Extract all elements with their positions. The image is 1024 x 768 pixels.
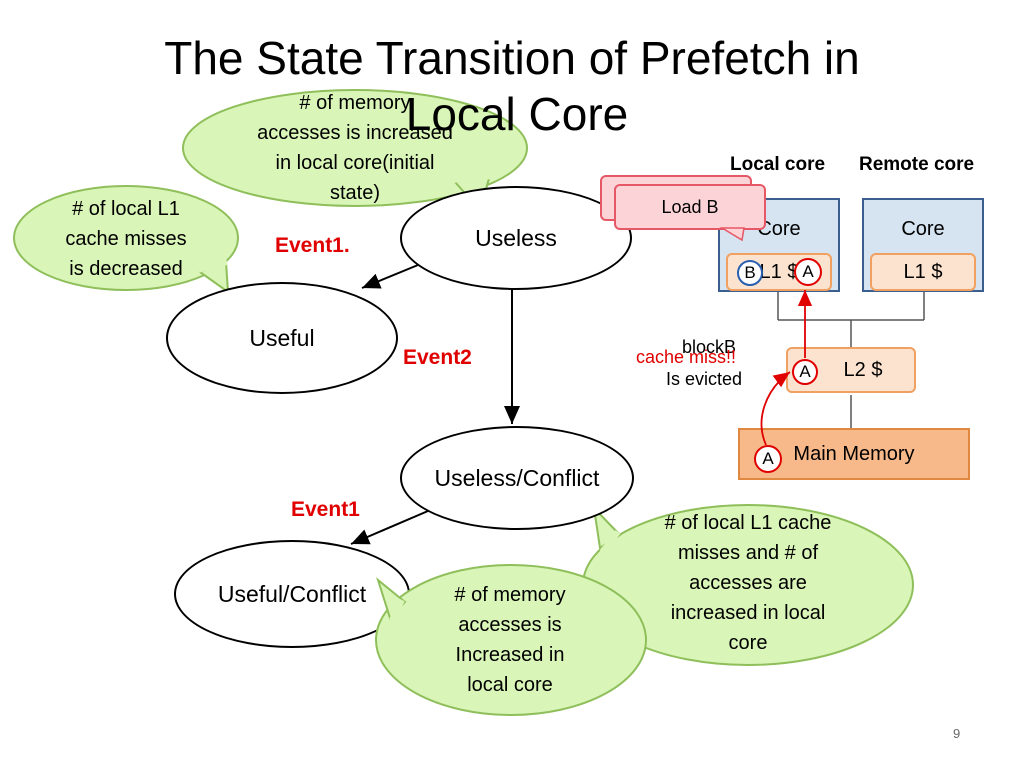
remote-l1-cache: L1 $ — [870, 253, 976, 291]
callout-mem-increased-line: Increased in — [455, 644, 565, 666]
callout-mem-increased-line: local core — [467, 674, 553, 696]
callout-l1-decreased: # of local L1 cache misses is decreased — [40, 192, 212, 286]
arrow-conflict-to-useful-conflict — [350, 510, 429, 545]
local-core-label: Local core — [730, 154, 826, 175]
callout-l1-increased-line: increased in local — [670, 601, 826, 624]
callout-l1-decreased-line: cache misses — [65, 228, 187, 250]
callout-mem-increased-line: # of memory — [454, 584, 566, 606]
event1-label-bottom: Event1 — [291, 498, 360, 521]
block-evicted-line-1: blockB — [682, 337, 737, 357]
callout-mem-initial-line: state) — [329, 182, 381, 204]
state-useful-conflict: Useful/Conflict — [174, 540, 410, 648]
l2-label: L2 $ — [843, 358, 883, 381]
block-a-in-l2: A — [792, 359, 818, 385]
callout-mem-increased-line: accesses is — [458, 614, 562, 636]
callout-mem-initial-line: accesses is increased — [257, 122, 453, 144]
callout-l1-increased-line: misses and # of — [677, 541, 819, 564]
main-memory-label: Main Memory — [793, 442, 915, 465]
block-b-in-l1: B — [737, 260, 763, 286]
event1-label-top: Event1. — [275, 234, 350, 257]
load-b-box: Load B — [614, 184, 766, 230]
remote-core-box-label: Core — [901, 218, 945, 240]
page-number: 9 — [953, 726, 961, 741]
callout-l1-increased-line: accesses are — [689, 571, 807, 594]
callout-l1-increased-line: # of local L1 cache — [664, 511, 832, 534]
block-a-in-memory: A — [754, 445, 782, 473]
block-a-in-l1: A — [794, 258, 822, 286]
event2-label: Event2 — [403, 346, 472, 369]
local-core-box-label: Core — [757, 218, 801, 240]
l2-cache: L2 $ — [786, 347, 916, 393]
slide-title: The State Transition of Prefetch in Loca… — [0, 30, 1024, 142]
load-b-label: Load B — [661, 196, 719, 217]
state-useless: Useless — [400, 186, 632, 290]
title-line-1: The State Transition of Prefetch in — [164, 32, 860, 84]
state-useless-conflict: Useless/Conflict — [400, 426, 634, 530]
callout-mem-initial: # of memory accesses is increased in loc… — [230, 88, 480, 208]
cache-connector-lines — [777, 292, 925, 430]
remote-core-label: Remote core — [859, 154, 975, 175]
cache-miss-label: cache miss!! — [636, 347, 737, 367]
callout-l1-increased-line: core — [728, 631, 768, 654]
state-useful: Useful — [166, 282, 398, 394]
block-evicted-line-2: Is evicted — [666, 369, 743, 389]
callout-l1-decreased-bubble — [13, 185, 239, 295]
callout-l1-decreased-line: # of local L1 — [72, 198, 180, 220]
callout-l1-increased: # of local L1 cache misses and # of acce… — [618, 505, 878, 660]
arrow-useless-to-useful — [361, 264, 419, 289]
callout-mem-initial-line: # of memory — [299, 92, 411, 114]
local-l1-label: L1 $ — [759, 260, 799, 283]
remote-l1-label: L1 $ — [903, 260, 943, 283]
title-line-2: Local Core — [405, 88, 629, 140]
callout-mem-increased: # of memory accesses is Increased in loc… — [410, 578, 610, 702]
callout-mem-initial-line: in local core(initial — [275, 152, 435, 174]
callout-l1-decreased-line: is decreased — [69, 258, 183, 280]
